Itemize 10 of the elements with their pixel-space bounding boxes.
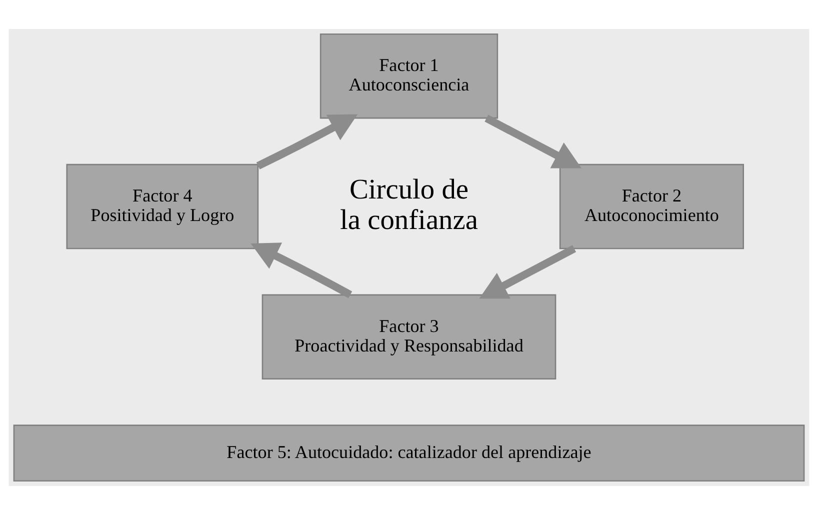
arrow bbox=[484, 114, 582, 168]
node-box: Factor 4 Positividad y Logro bbox=[66, 164, 259, 250]
arrow bbox=[479, 245, 576, 299]
node-box: Factor 2 Autoconocimiento bbox=[559, 164, 744, 250]
node-box: Factor 3 Proactividad y Responsabilidad bbox=[262, 294, 556, 380]
node-box: Factor 1 Autoconsciencia bbox=[320, 34, 498, 119]
arrow bbox=[250, 242, 352, 298]
node-box: Factor 5: Autocuidado: catalizador del aprendizaje bbox=[13, 424, 805, 482]
arrow bbox=[256, 114, 358, 170]
label: Circulo de la confianza bbox=[340, 174, 478, 236]
